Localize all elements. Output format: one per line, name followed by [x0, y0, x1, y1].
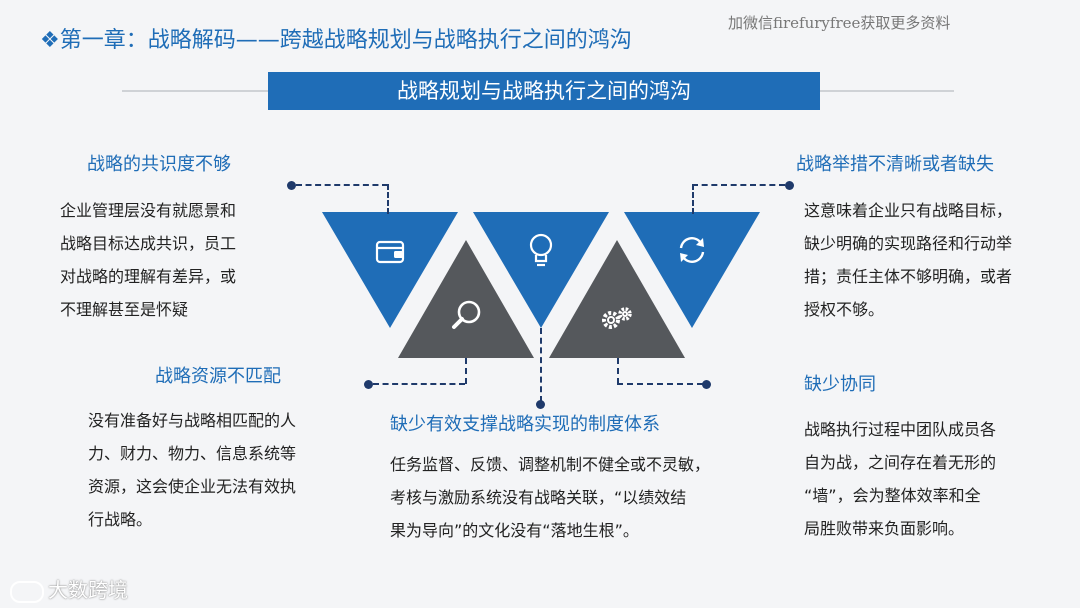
text-line: 果为导向”的文化没有“落地生根”。: [390, 521, 639, 540]
banner-title: 战略规划与战略执行之间的鸿沟: [268, 72, 820, 110]
heading-resources: 战略资源不匹配: [155, 366, 281, 387]
connector-dot-3: [364, 380, 373, 389]
connector-line-2v: [692, 184, 694, 214]
connector-dot-4: [536, 400, 545, 409]
text-line: 对战略的理解有差异，或: [60, 267, 237, 286]
text-line: 任务监督、反馈、调整机制不健全或不灵敏，: [390, 455, 711, 474]
text-line: 资源，这会使企业无法有效执: [88, 477, 297, 496]
text-collaboration: 战略执行过程中团队成员各 自为战，之间存在着无形的 “墙”，会为整体效率和全 局…: [804, 413, 1064, 545]
lightbulb-icon: [529, 233, 553, 267]
text-line: 战略目标达成共识，员工: [60, 234, 237, 253]
text-line: 考核与激励系统没有战略关联，“以绩效结: [390, 488, 687, 507]
connector-line-1: [296, 184, 388, 186]
text-line: 行战略。: [88, 510, 153, 529]
connector-line-5v: [617, 358, 619, 384]
chapter-title: ❖第一章：战略解码——跨越战略规划与战略执行之间的鸿沟: [40, 28, 632, 53]
connector-line-3: [373, 383, 465, 385]
triangle-gray-right: [549, 240, 685, 358]
text-initiatives: 这意味着企业只有战略目标， 缺少明确的实现路径和行动举 措；责任主体不够明确，或…: [804, 194, 1074, 326]
text-line: 缺少明确的实现路径和行动举: [804, 234, 1013, 253]
text-system: 任务监督、反馈、调整机制不健全或不灵敏， 考核与激励系统没有战略关联，“以绩效结…: [390, 448, 770, 547]
text-line: 自为战，之间存在着无形的: [804, 453, 997, 472]
triangle-diagram: [322, 212, 760, 358]
text-line: 没有准备好与战略相匹配的人: [88, 411, 297, 430]
text-line: 战略执行过程中团队成员各: [804, 420, 997, 439]
text-consensus: 企业管理层没有就愿景和 战略目标达成共识，员工 对战略的理解有差异，或 不理解甚…: [60, 194, 280, 326]
connector-line-4v: [540, 328, 542, 402]
heading-collaboration: 缺少协同: [804, 374, 876, 395]
text-line: 力、财力、物力、信息系统等: [88, 444, 297, 463]
logo-icon: [10, 580, 44, 603]
logo-watermark: 大数跨境: [10, 574, 128, 603]
connector-line-1v: [387, 184, 389, 214]
text-line: 企业管理层没有就愿景和: [60, 201, 237, 220]
text-line: 这意味着企业只有战略目标，: [804, 201, 1013, 220]
connector-dot-5: [702, 380, 711, 389]
triangle-blue-left: [322, 212, 458, 328]
gears-icon: [602, 307, 632, 329]
text-line: 措；责任主体不够明确，或者: [804, 267, 1013, 286]
heading-consensus: 战略的共识度不够: [87, 154, 231, 175]
search-icon: [452, 300, 481, 329]
connector-dot-2: [785, 181, 794, 190]
refresh-icon: [679, 237, 705, 263]
connector-dot-1: [287, 181, 296, 190]
text-line: “墙”，会为整体效率和全: [804, 486, 981, 505]
text-resources: 没有准备好与战略相匹配的人 力、财力、物力、信息系统等 资源，这会使企业无法有效…: [88, 404, 348, 536]
text-line: 不理解甚至是怀疑: [60, 300, 189, 319]
connector-line-3v: [465, 358, 467, 384]
watermark-text: 加微信firefuryfree获取更多资料: [728, 14, 951, 32]
heading-system: 缺少有效支撑战略实现的制度体系: [390, 414, 660, 435]
connector-line-5: [617, 383, 703, 385]
wallet-icon: [375, 240, 405, 264]
triangle-blue-middle: [473, 212, 609, 328]
triangle-blue-right: [624, 212, 760, 328]
triangle-gray-left: [398, 240, 534, 358]
connector-line-2: [692, 184, 785, 186]
heading-initiatives: 战略举措不清晰或者缺失: [796, 154, 994, 175]
text-line: 局胜败带来负面影响。: [804, 519, 965, 538]
text-line: 授权不够。: [804, 300, 885, 319]
